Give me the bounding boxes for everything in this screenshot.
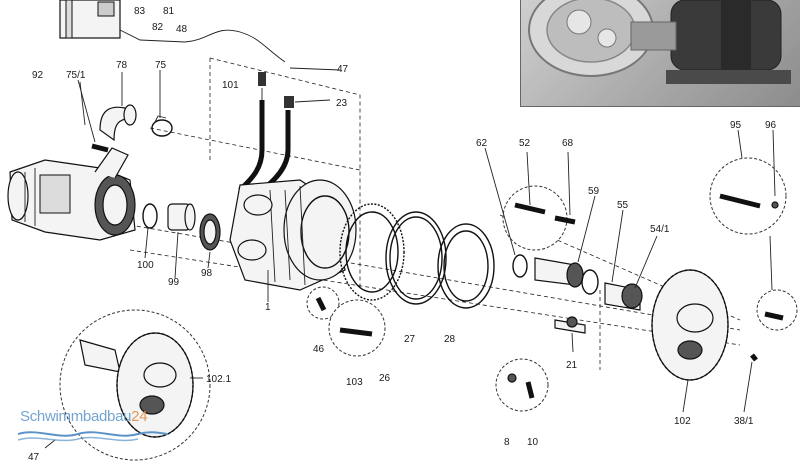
part-label-26: 26 <box>379 373 391 384</box>
part-label-83: 83 <box>134 6 146 17</box>
shaft-seal-parts <box>142 203 221 251</box>
part-label-62: 62 <box>476 138 488 149</box>
watermark-brand: Schwimmbadbau <box>20 408 132 425</box>
part-label-38-1: 38/1 <box>734 416 754 427</box>
watermark-logo: Schwimmbadbau24 <box>20 408 148 425</box>
part-label-82: 82 <box>152 22 164 33</box>
front-cover <box>651 269 758 381</box>
part-label-47b: 47 <box>28 452 40 463</box>
part-label-99: 99 <box>168 277 180 288</box>
watermark-suffix: 24 <box>131 408 148 425</box>
part-labels: 83 82 81 48 47 101 23 92 75/1 78 75 62 5… <box>28 6 777 463</box>
part-label-55: 55 <box>617 200 629 211</box>
pump-photo-inset <box>520 0 800 107</box>
part-label-48: 48 <box>176 24 188 35</box>
part-label-27: 27 <box>404 334 416 345</box>
part-label-95: 95 <box>730 120 742 131</box>
part-label-78: 78 <box>116 60 128 71</box>
part-label-92: 92 <box>32 70 44 81</box>
control-box <box>59 0 286 63</box>
part-label-23: 23 <box>336 98 348 109</box>
part-label-1: 1 <box>265 302 271 313</box>
part-label-54-1: 54/1 <box>650 224 670 235</box>
part-label-98: 98 <box>201 268 213 279</box>
part-label-59: 59 <box>588 186 600 197</box>
watermark-wave-icon <box>18 431 168 442</box>
part-label-102: 102 <box>674 416 691 427</box>
leader-lines <box>44 67 776 449</box>
part-label-10: 10 <box>527 437 539 448</box>
part-label-52: 52 <box>519 138 531 149</box>
part-label-100: 100 <box>137 260 154 271</box>
part-label-75: 75 <box>155 60 167 71</box>
part-label-21: 21 <box>566 360 578 371</box>
part-label-75-1: 75/1 <box>66 70 86 81</box>
main-housing <box>229 179 357 291</box>
part-label-81: 81 <box>163 6 175 17</box>
jet-insert-parts <box>512 254 643 311</box>
part-label-101: 101 <box>222 80 239 91</box>
part-label-102-1: 102.1 <box>206 374 231 385</box>
gaskets <box>339 203 495 309</box>
part-label-28: 28 <box>444 334 456 345</box>
part-label-103: 103 <box>346 377 363 388</box>
hoses <box>238 72 294 198</box>
elbow-and-clamp <box>91 104 173 153</box>
part-label-8: 8 <box>504 437 510 448</box>
part-label-47: 47 <box>337 64 349 75</box>
part-label-96: 96 <box>765 120 777 131</box>
nozzle-screw <box>554 316 586 334</box>
pump-photo-illustration <box>528 0 791 84</box>
part-label-68: 68 <box>562 138 574 149</box>
pump-motor <box>7 147 136 241</box>
part-label-46: 46 <box>313 344 325 355</box>
assembly-guide-lines <box>129 57 741 370</box>
detail-zoom-circles <box>59 157 798 461</box>
